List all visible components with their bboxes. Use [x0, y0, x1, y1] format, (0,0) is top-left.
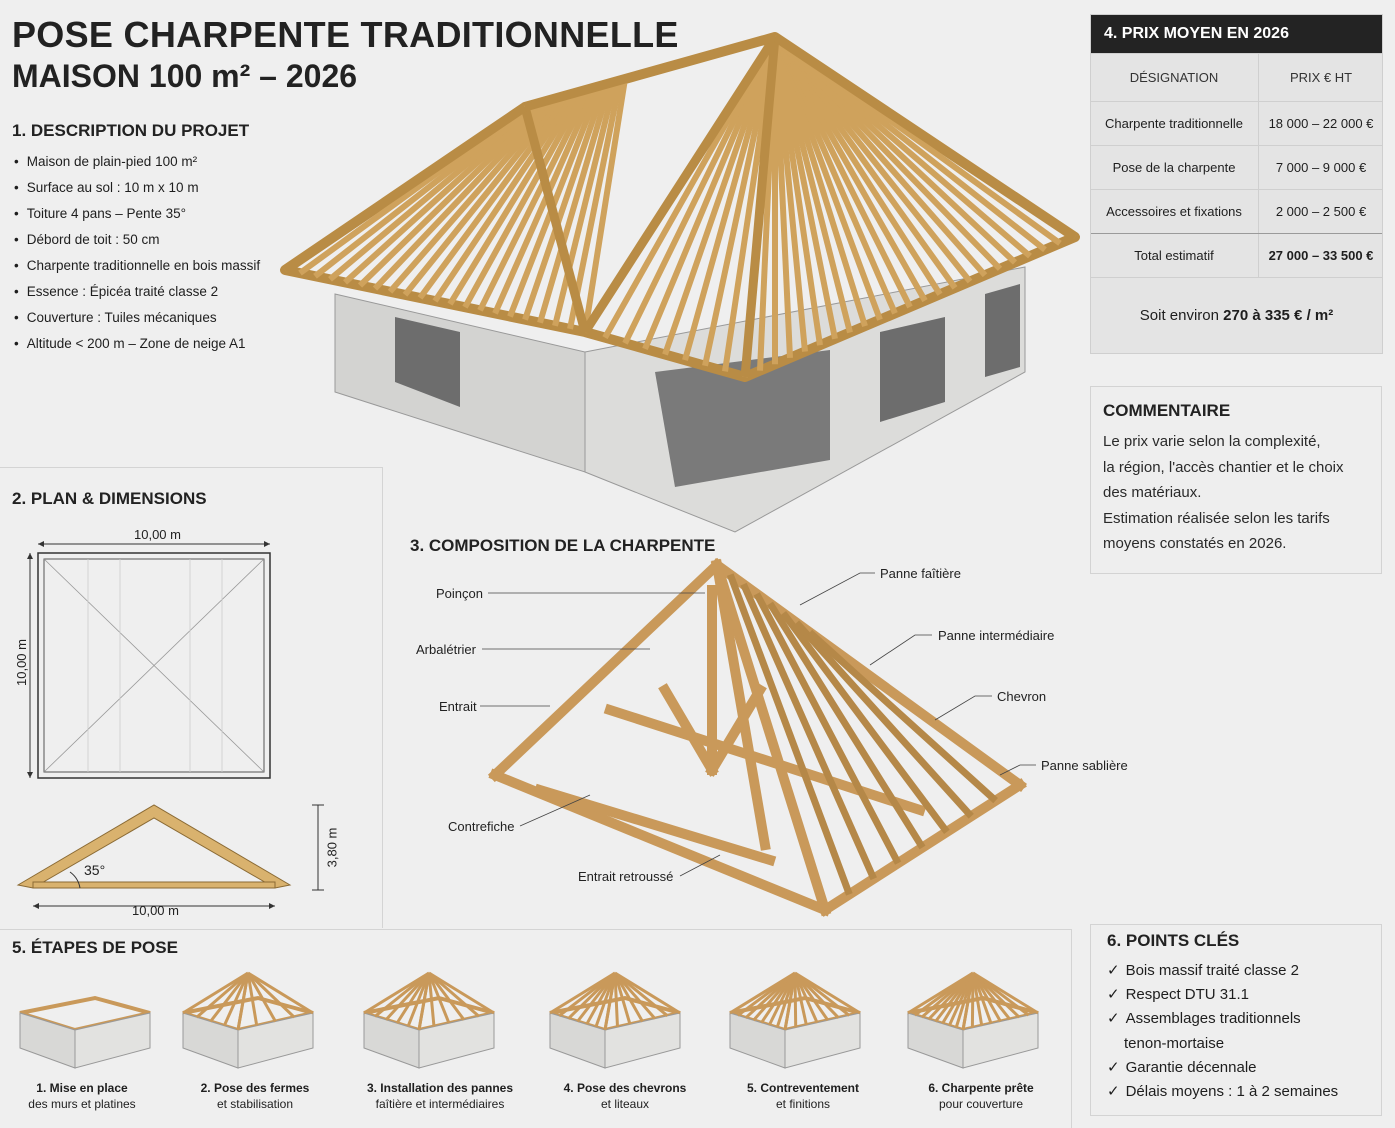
list-item: ✓Délais moyens : 1 à 2 semaines	[1107, 1083, 1339, 1101]
page-title: POSE CHARPENTE TRADITIONNELLE	[12, 14, 679, 55]
price-table: 4. PRIX MOYEN EN 2026 DÉSIGNATION PRIX €…	[1090, 14, 1383, 354]
list-item: ✓Assemblages traditionnels	[1107, 1010, 1301, 1028]
step-thumbnail	[182, 971, 314, 1069]
list-item: Surface au sol : 10 m x 10 m	[14, 178, 260, 204]
description-list: Maison de plain-pied 100 m² Surface au s…	[14, 152, 260, 360]
steps-panel	[0, 929, 1072, 1128]
comment-line: la région, l'accès chantier et le choix	[1103, 458, 1344, 476]
steps-heading: 5. ÉTAPES DE POSE	[12, 938, 178, 957]
roof-angle-label: 35°	[84, 862, 106, 878]
step-thumbnail	[729, 971, 861, 1069]
total-row: Total estimatif 27 000 – 33 500 €	[1091, 233, 1382, 278]
floor-plan-drawing	[16, 541, 324, 909]
list-item: Maison de plain-pied 100 m²	[14, 152, 260, 178]
label-entrait-retrousse: Entrait retroussé	[578, 869, 674, 884]
description-heading: 1. DESCRIPTION DU PROJET	[12, 121, 250, 140]
check-icon: ✓	[1107, 1010, 1120, 1028]
list-item: Toiture 4 pans – Pente 35°	[14, 204, 260, 230]
list-item: Charpente traditionnelle en bois massif	[14, 256, 260, 282]
comment-line: moyens constatés en 2026.	[1103, 535, 1287, 552]
page-subtitle: MAISON 100 m² – 2026	[12, 58, 358, 94]
label-panne-faitiere: Panne faîtière	[880, 566, 961, 581]
list-item: Essence : Épicéa traité classe 2	[14, 282, 260, 308]
price-table-heading: 4. PRIX MOYEN EN 2026	[1091, 15, 1382, 53]
key-points-box: 6. POINTS CLÉS ✓Bois massif traité class…	[1090, 924, 1382, 1116]
list-item: Débord de toit : 50 cm	[14, 230, 260, 256]
price-per-m2: Soit environ 270 à 335 € / m²	[1091, 277, 1382, 354]
table-row: Charpente traditionnelle 18 000 – 22 000…	[1091, 101, 1382, 146]
plan-width-label: 10,00 m	[134, 527, 181, 542]
check-icon: ✓	[1107, 962, 1120, 979]
label-contrefiche: Contrefiche	[448, 819, 515, 834]
step-thumbnail	[549, 971, 681, 1069]
table-header-row: DÉSIGNATION PRIX € HT	[1091, 53, 1382, 102]
step-thumbnail	[363, 971, 495, 1069]
comment-line: des matériaux.	[1103, 484, 1202, 501]
label-panne-intermediaire: Panne intermédiaire	[938, 628, 1055, 643]
comment-line: Estimation réalisée selon les tarifs	[1103, 509, 1330, 527]
check-icon: ✓	[1107, 1058, 1120, 1076]
list-item: tenon-mortaise	[1124, 1034, 1225, 1052]
truss-composition-drawing	[487, 557, 1027, 917]
label-panne-sabliere: Panne sablière	[1041, 758, 1128, 773]
plan-heading: 2. PLAN & DIMENSIONS	[12, 489, 207, 508]
list-item: Couverture : Tuiles mécaniques	[14, 308, 260, 334]
list-item: ✓Respect DTU 31.1	[1107, 986, 1249, 1004]
step-thumbnail	[907, 971, 1039, 1069]
comment-box: COMMENTAIRE Le prix varie selon la compl…	[1090, 386, 1382, 574]
column-header-designation: DÉSIGNATION	[1129, 70, 1219, 85]
column-header-price: PRIX € HT	[1258, 54, 1383, 102]
key-points-heading: 6. POINTS CLÉS	[1107, 931, 1240, 950]
composition-heading: 3. COMPOSITION DE LA CHARPENTE	[410, 536, 716, 555]
check-icon: ✓	[1107, 1083, 1120, 1101]
check-icon: ✓	[1107, 986, 1120, 1004]
list-item: ✓Garantie décennale	[1107, 1058, 1257, 1076]
house-framework-illustration	[280, 32, 1080, 533]
table-row: Pose de la charpente 7 000 – 9 000 €	[1091, 145, 1382, 190]
label-entrait: Entrait	[439, 699, 477, 714]
comment-heading: COMMENTAIRE	[1103, 401, 1231, 420]
section-width-label: 10,00 m	[132, 903, 179, 918]
comment-line: Le prix varie selon la complexité,	[1103, 433, 1321, 450]
list-item: Altitude < 200 m – Zone de neige A1	[14, 334, 260, 360]
step-thumbnail	[19, 995, 151, 1069]
label-poincon: Poinçon	[436, 586, 483, 601]
list-item: ✓Bois massif traité classe 2	[1107, 962, 1299, 979]
label-chevron: Chevron	[997, 689, 1047, 704]
label-arbaletrier: Arbalétrier	[416, 642, 476, 657]
table-row: Accessoires et fixations 2 000 – 2 500 €	[1091, 189, 1382, 234]
key-points-list: ✓Bois massif traité classe 2 ✓Respect DT…	[1107, 959, 1338, 1104]
plan-panel	[0, 467, 383, 928]
